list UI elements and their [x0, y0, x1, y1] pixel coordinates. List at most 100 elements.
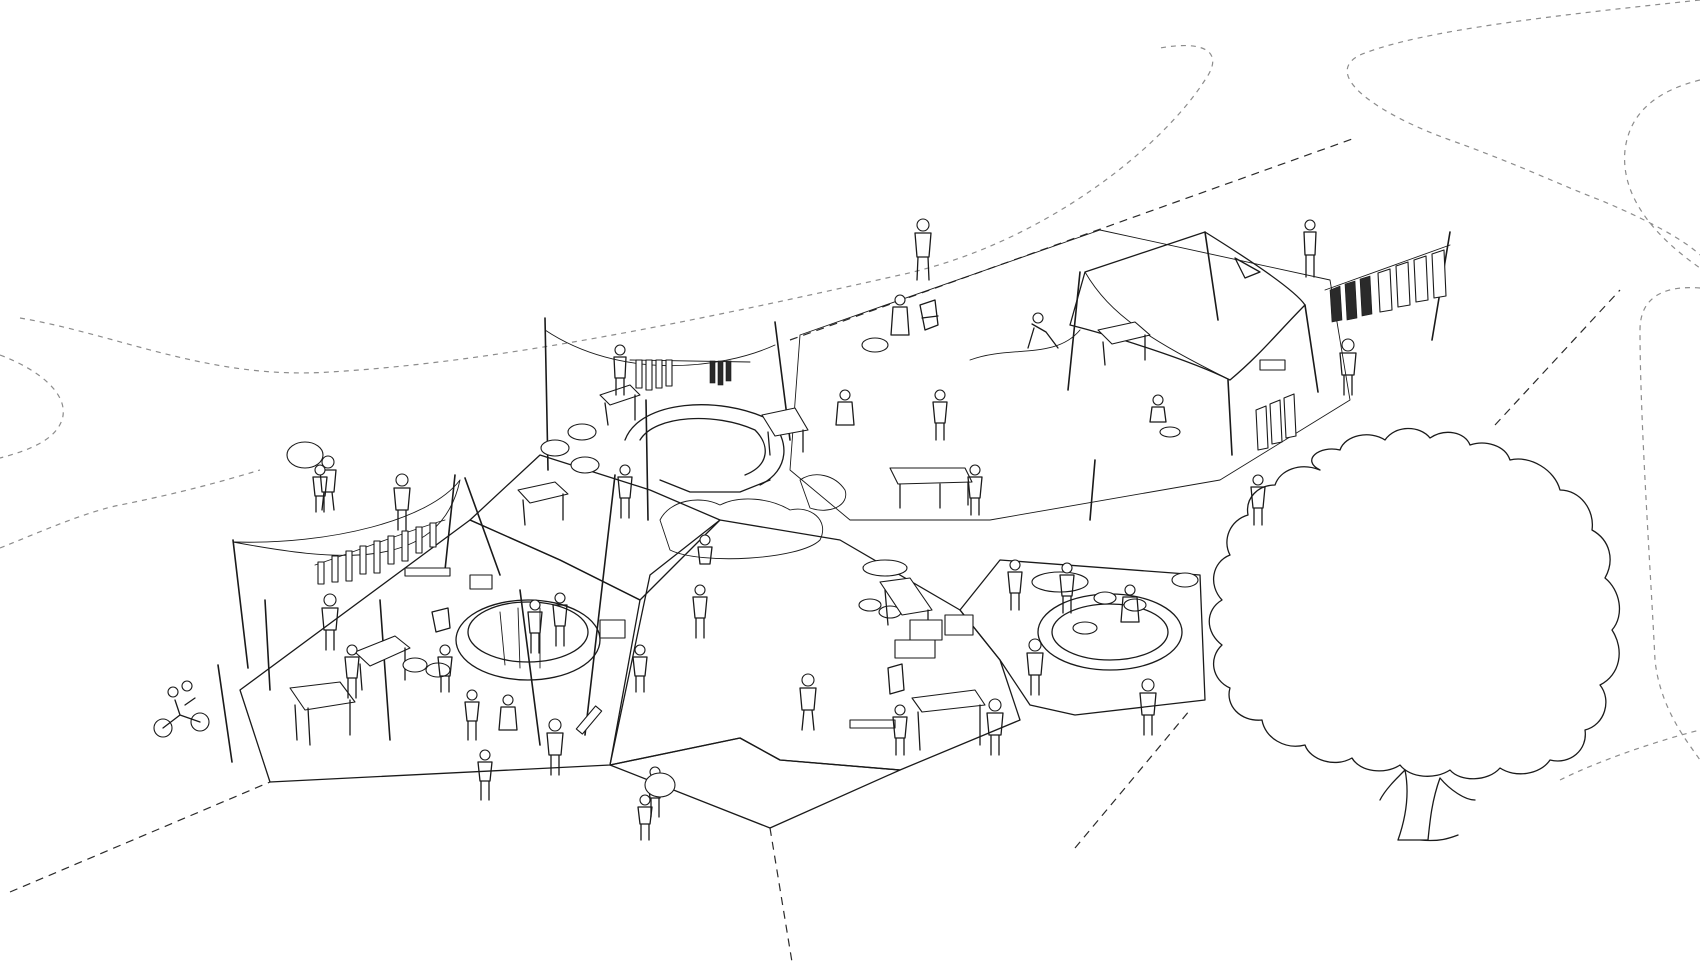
person-figure-icon [1303, 219, 1317, 278]
person-figure-icon [546, 718, 564, 776]
person-figure-icon [393, 473, 411, 531]
hanging-clothes-icon [317, 561, 325, 585]
platform-bottom [609, 737, 901, 829]
hanging-clothes-right [1255, 244, 1451, 451]
hanging-clothes-icon [1329, 285, 1343, 323]
crate [944, 614, 974, 636]
person-figure-icon [932, 389, 948, 441]
hanging-clothes-icon [387, 535, 395, 565]
table-top [599, 384, 641, 406]
pole [379, 599, 391, 741]
footpath-right-tail [1559, 729, 1700, 781]
hanging-clothes-icon [1413, 255, 1429, 303]
person-figure-icon [437, 644, 453, 693]
person-figure-icon [552, 592, 568, 647]
person-figure-icon [1250, 474, 1266, 526]
bench [1259, 359, 1286, 371]
hanging-clothes-icon [331, 555, 339, 583]
market-table-icon [599, 384, 641, 426]
table-legs [917, 704, 981, 751]
pole [1067, 271, 1081, 391]
person-figure-icon [617, 464, 633, 519]
table-top [517, 481, 569, 504]
hanging-clothes-icon [645, 359, 653, 391]
well-inner-ring [467, 601, 589, 663]
platform-center [609, 519, 1021, 771]
motorbike-icon [153, 680, 210, 738]
hanging-clothes-icon [345, 550, 353, 582]
bench [575, 705, 603, 735]
seating-ring-outer [624, 404, 785, 486]
tent-flag [1234, 257, 1261, 279]
hanging-clothes-icon [655, 359, 663, 389]
person-figure-icon [477, 749, 493, 801]
table-top [761, 407, 809, 437]
canopy-left [232, 479, 461, 556]
person-figure-icon [1120, 584, 1140, 623]
wash-basin-icon [1072, 621, 1098, 635]
barrel [570, 456, 600, 474]
platform-center-left [469, 454, 721, 601]
pole [1304, 304, 1319, 393]
pole [645, 399, 649, 521]
carried-bundle [644, 772, 676, 798]
table-top [879, 577, 933, 616]
person-figure-icon [321, 593, 339, 651]
hanging-clothes-icon [665, 359, 673, 387]
pole [444, 474, 456, 571]
footpath-right-lower [1639, 287, 1700, 761]
hanging-clothes-icon [717, 360, 724, 386]
market-table-icon [911, 689, 986, 751]
pole [1089, 459, 1096, 521]
hanging-clothes-left [314, 519, 446, 585]
barrel [540, 439, 570, 457]
pole [584, 474, 616, 736]
wash-basin-icon [1159, 426, 1181, 438]
people [319, 218, 1357, 818]
hanging-clothes-icon [1255, 405, 1269, 451]
footpath-right-drop [1624, 79, 1700, 269]
market-tables [289, 321, 1286, 751]
table-legs [767, 429, 804, 456]
small-items [431, 257, 1261, 695]
person-figure-icon [1149, 394, 1167, 423]
pole [232, 539, 249, 669]
crate [599, 619, 626, 639]
hanging-clothes-icon [359, 545, 367, 575]
footpath-left-curve [0, 354, 64, 459]
person-figure-icon [914, 218, 932, 281]
boundary-bottom-right [1074, 709, 1191, 849]
wash-basin-icon [1123, 598, 1147, 612]
hanging-clothes-icon [1377, 268, 1393, 313]
hanging-clothes-icon [401, 530, 409, 562]
hanging-clothes-icon [429, 522, 437, 548]
hanging-clothes-icon [373, 540, 381, 574]
footpath-upper-curve [19, 44, 1214, 374]
boundary-bottom-center [769, 827, 793, 962]
circular-well-icon [624, 404, 785, 493]
market-table-icon [289, 681, 356, 746]
rider-head [181, 680, 193, 692]
hanging-clothes-icon [1359, 275, 1373, 317]
hanging-clothes-top [629, 359, 751, 391]
wash-basin-icon [862, 559, 908, 577]
person-figure-icon [799, 673, 817, 731]
person-figure-icon [527, 599, 543, 654]
chair-icon [431, 607, 451, 633]
pole [519, 589, 541, 746]
person-figure-icon [319, 455, 337, 511]
canopy-top-right [1069, 231, 1306, 381]
wash-basins [858, 337, 1199, 635]
wash-area-outer [1037, 593, 1183, 671]
person-figure-icon [692, 584, 708, 639]
market-table-icon [1097, 321, 1151, 366]
platform-top-right [789, 229, 1351, 521]
carried-bundle [286, 441, 324, 469]
table-top [354, 635, 411, 667]
hanging-clothes-icon [415, 526, 423, 554]
table-legs [604, 394, 636, 426]
hanging-clothes-icon [1283, 393, 1297, 439]
crates-and-barrels [402, 423, 974, 678]
table-legs [294, 699, 351, 746]
